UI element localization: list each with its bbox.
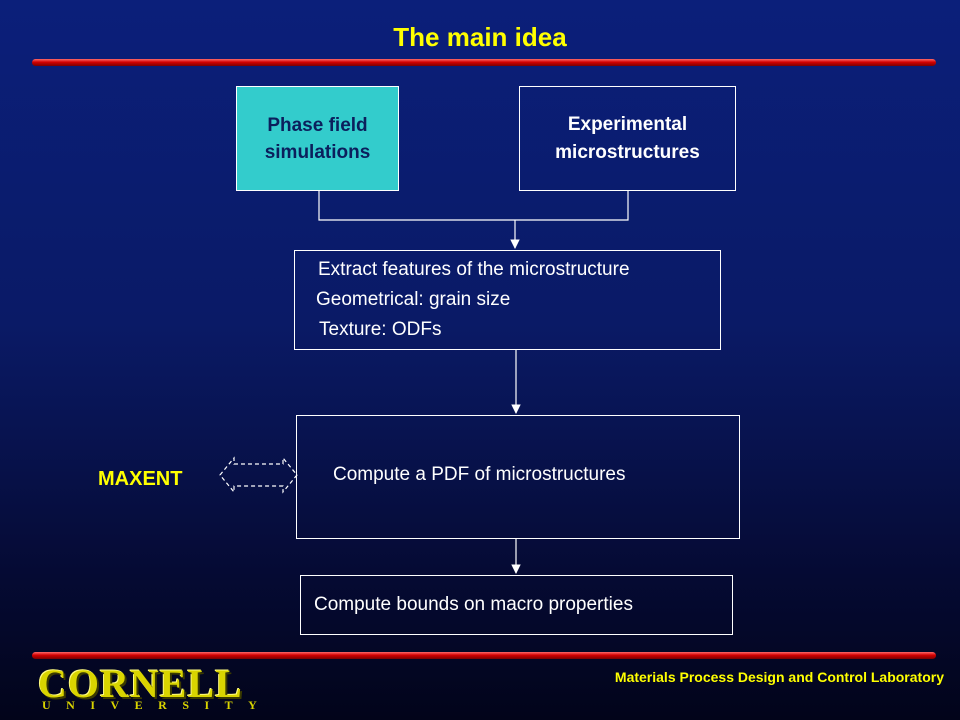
extract-line-1: Extract features of the microstructure [318, 259, 630, 280]
top-divider-bar [32, 59, 936, 66]
compute-bounds-label: Compute bounds on macro properties [314, 594, 633, 615]
cornell-logo-subtitle: UNIVERSITY [42, 698, 273, 712]
cornell-logo-word: CORNELL [38, 661, 243, 706]
phase-field-box: Phase field simulations [236, 86, 399, 191]
compute-pdf-label: Compute a PDF of microstructures [333, 464, 626, 485]
slide-title: The main idea [393, 22, 567, 52]
extract-features-box: Extract features of the microstructure G… [294, 250, 721, 350]
extract-line-3: Texture: ODFs [319, 319, 442, 340]
lab-name: Materials Process Design and Control Lab… [614, 669, 944, 685]
merge-connector [318, 191, 629, 221]
experimental-box: Experimental microstructures [519, 86, 736, 191]
maxent-double-arrow [219, 456, 298, 494]
compute-pdf-box: Compute a PDF of microstructures [296, 415, 740, 539]
extract-line-2: Geometrical: grain size [316, 289, 511, 310]
bottom-divider-bar [32, 652, 936, 659]
compute-bounds-box: Compute bounds on macro properties [300, 575, 733, 635]
maxent-label: MAXENT [98, 468, 183, 490]
